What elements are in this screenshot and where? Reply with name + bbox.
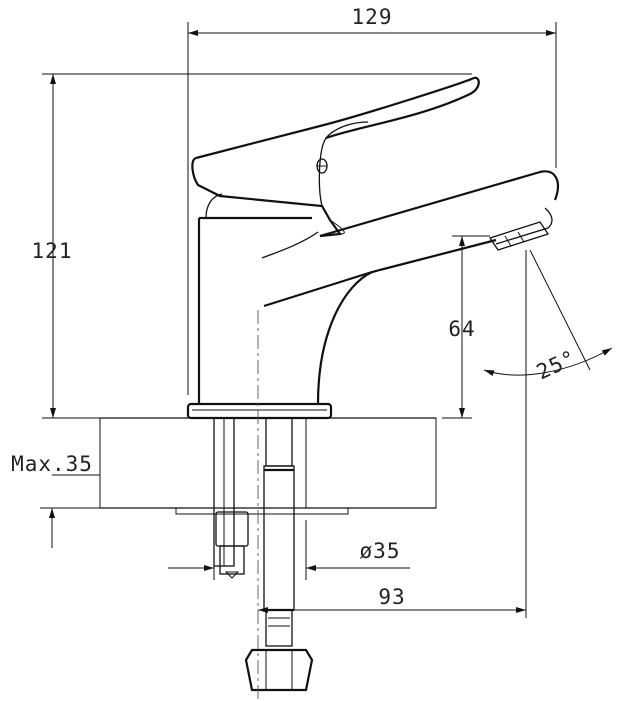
dim-spout-clearance <box>442 235 490 419</box>
dim-overall-width <box>187 22 557 395</box>
dim-hole-diameter <box>168 520 410 580</box>
mounting-stud <box>213 417 249 579</box>
label-spout-reach: 93 <box>378 585 405 609</box>
label-overall-height: 121 <box>32 239 73 263</box>
dim-spout-reach <box>258 250 527 618</box>
label-max-deck: Max.35 <box>11 452 93 476</box>
dim-overall-height <box>42 73 472 419</box>
label-spout-angle: 25° <box>533 345 580 384</box>
dim-max-deck <box>40 474 100 548</box>
label-spout-clearance: 64 <box>448 317 475 341</box>
dim-spout-angle <box>483 249 613 377</box>
flexible-hose <box>244 417 314 692</box>
faucet-body <box>186 76 559 420</box>
label-overall-width: 129 <box>352 5 393 29</box>
label-hole-diameter: ø35 <box>360 539 401 563</box>
